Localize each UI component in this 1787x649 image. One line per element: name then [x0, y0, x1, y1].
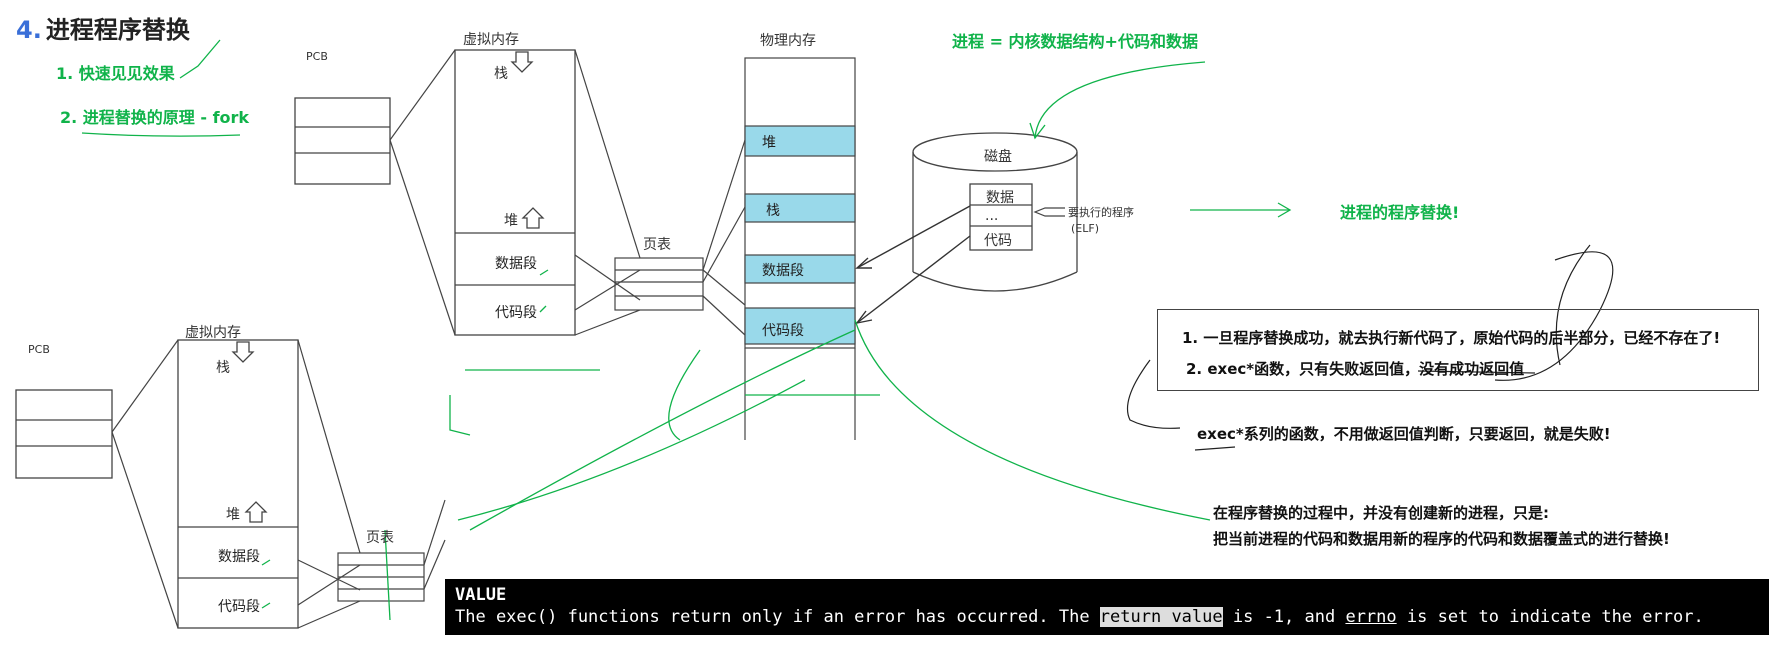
upper-vmem-pagetable-links: [574, 49, 746, 336]
lower-pcb-box: [15, 389, 113, 479]
note-box-line-2: 2. exec*函数，只有失败返回值，没有成功返回值: [1186, 360, 1525, 378]
man-section-header: VALUE: [455, 585, 507, 605]
upper-heap-label: 堆: [504, 213, 518, 229]
disk-code-label: 代码: [984, 233, 1012, 249]
physical-memory-label: 物理内存: [760, 33, 816, 49]
elf-arrow: [1033, 207, 1065, 217]
man-text-highlight: return value: [1099, 607, 1223, 627]
heading-number: 4.: [16, 16, 42, 44]
phys-heap-label: 堆: [762, 135, 776, 151]
disk-cylinder: [912, 132, 1078, 292]
green-annotations: [81, 39, 1292, 621]
notes-box: [1157, 309, 1759, 391]
replace-label: 进程的程序替换!: [1340, 203, 1460, 222]
phys-stack-label: 栈: [766, 203, 780, 219]
replace-note-2: 把当前进程的代码和数据用新的程序的代码和数据覆盖式的进行替换!: [1213, 530, 1670, 548]
elf-label: (ELF): [1071, 222, 1099, 235]
upper-data-seg-label: 数据段: [495, 256, 537, 272]
upper-page-table: [614, 257, 704, 311]
physical-memory-column: [744, 57, 856, 440]
lower-vmem-label: 虚拟内存: [185, 325, 241, 341]
upper-vmem-label: 虚拟内存: [463, 32, 519, 48]
upper-stack-label: 栈: [494, 66, 508, 82]
vmem-arrows: [231, 51, 545, 523]
disk-dots-label: ...: [985, 208, 999, 224]
exec-note: exec*系列的函数，不用做返回值判断，只要返回，就是失败!: [1197, 425, 1611, 443]
lower-pcb-label: PCB: [28, 343, 50, 356]
disk-label: 磁盘: [984, 149, 1012, 165]
note-quick-effect: 1. 快速见见效果: [56, 64, 175, 83]
disk-to-memory-arrows: [855, 205, 971, 325]
lower-page-table: [337, 552, 425, 602]
phys-code-seg-label: 代码段: [762, 323, 804, 339]
lower-page-table-label: 页表: [366, 530, 394, 546]
upper-pcb-box: [294, 97, 391, 185]
man-text-errno: errno: [1345, 607, 1397, 627]
note-replace-principle: 2. 进程替换的原理 - fork: [60, 108, 250, 127]
heading-title: 进程程序替换: [45, 16, 190, 44]
lower-heap-label: 堆: [226, 507, 240, 523]
upper-pcb-vmem-links: [389, 49, 456, 336]
lower-vmem-pagetable-links: [297, 339, 446, 629]
note-box-line-1: 1. 一旦程序替换成功，就去执行新代码了，原始代码的后半部分，已经不存在了!: [1182, 329, 1721, 347]
lower-code-seg-label: 代码段: [218, 599, 260, 615]
lower-data-seg-label: 数据段: [218, 549, 260, 565]
upper-pcb-label: PCB: [306, 50, 328, 63]
upper-page-table-label: 页表: [643, 237, 671, 253]
lower-stack-label: 栈: [216, 360, 230, 376]
section-heading: 4.进程程序替换: [16, 10, 190, 45]
lower-pcb-vmem-links: [111, 339, 179, 629]
upper-vmem-box: [454, 49, 576, 336]
disk-data-label: 数据: [986, 190, 1014, 206]
man-return-text: The exec() functions return only if an e…: [455, 605, 1759, 629]
man-text-part-3: is -1, and: [1222, 607, 1346, 627]
man-page-snippet: VALUE The exec() functions return only i…: [445, 579, 1769, 635]
black-annotations: [1126, 244, 1614, 451]
process-formula: 进程 = 内核数据结构+代码和数据: [952, 32, 1198, 51]
man-text-part-1: The exec() functions return only if an e…: [455, 607, 1100, 627]
phys-data-seg-label: 数据段: [762, 263, 804, 279]
lower-vmem-box: [177, 339, 299, 629]
replace-note-1: 在程序替换的过程中，并没有创建新的进程，只是:: [1213, 504, 1550, 522]
upper-code-seg-label: 代码段: [495, 305, 537, 321]
exec-program-label: 要执行的程序: [1068, 206, 1134, 219]
man-text-part-5: is set to indicate the error.: [1396, 607, 1704, 627]
